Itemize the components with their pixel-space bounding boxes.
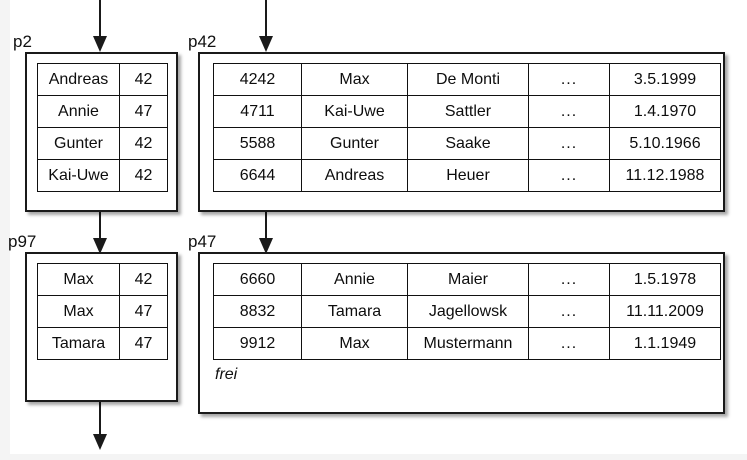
arrow-p2-to-p97 [93,209,107,254]
arrow-into-p42 [259,0,273,52]
cell-firstname: Max [301,63,408,96]
table-row: 6644 Andreas Heuer ... 11.12.1988 [213,159,721,192]
arrow-out-of-p97 [93,400,107,450]
cell-date: 1.1.1949 [609,327,721,360]
cell-date: 1.5.1978 [609,263,721,296]
cell-id: 4711 [213,95,302,128]
cell-more: ... [528,127,610,160]
cell-name: Annie [37,95,120,128]
cell-firstname: Max [301,327,408,360]
table-row: 8832 Tamara Jagellowsk ... 11.11.2009 [213,295,721,328]
cell-lastname: Maier [407,263,529,296]
cell-firstname: Kai-Uwe [301,95,408,128]
page-edge-bottom [0,454,747,460]
record-table-p47: 6660 Annie Maier ... 1.5.1978 8832 Tamar… [213,263,721,360]
table-row: 9912 Max Mustermann ... 1.1.1949 [213,327,721,360]
cell-date: 11.12.1988 [609,159,721,192]
cell-more: ... [528,95,610,128]
cell-id: 4242 [213,63,302,96]
cell-date: 3.5.1999 [609,63,721,96]
table-row: 5588 Gunter Saake ... 5.10.1966 [213,127,721,160]
cell-bucket: 42 [119,159,168,192]
cell-lastname: De Monti [407,63,529,96]
cell-bucket: 42 [119,63,168,96]
page-box-p42: 4242 Max De Monti ... 3.5.1999 4711 Kai-… [198,52,725,212]
table-row: Gunter 42 [37,127,168,160]
cell-lastname: Mustermann [407,327,529,360]
page-box-p97: Max 42 Max 47 Tamara 47 [25,252,178,402]
table-row: Annie 47 [37,95,168,128]
cell-bucket: 47 [119,95,168,128]
table-row: Kai-Uwe 42 [37,159,168,192]
record-table-p42: 4242 Max De Monti ... 3.5.1999 4711 Kai-… [213,63,721,192]
cell-lastname: Sattler [407,95,529,128]
page-box-p47: 6660 Annie Maier ... 1.5.1978 8832 Tamar… [198,252,725,414]
record-table-p97: Max 42 Max 47 Tamara 47 [37,263,168,360]
table-row: Tamara 47 [37,327,168,360]
cell-id: 6660 [213,263,302,296]
table-row: Max 42 [37,263,168,296]
page-label-p47: p47 [188,232,217,251]
table-row: 6660 Annie Maier ... 1.5.1978 [213,263,721,296]
page-box-p2: Andreas 42 Annie 47 Gunter 42 Kai-Uwe 42 [25,52,178,212]
arrow-into-p2 [93,0,107,52]
cell-name: Gunter [37,127,120,160]
cell-lastname: Saake [407,127,529,160]
cell-firstname: Gunter [301,127,408,160]
cell-name: Tamara [37,327,120,360]
cell-more: ... [528,295,610,328]
table-row: 4711 Kai-Uwe Sattler ... 1.4.1970 [213,95,721,128]
cell-name: Max [37,295,120,328]
cell-date: 1.4.1970 [609,95,721,128]
cell-name: Andreas [37,63,120,96]
page-label-p97: p97 [8,232,37,251]
cell-name: Kai-Uwe [37,159,120,192]
page-label-p42: p42 [188,32,217,51]
cell-firstname: Annie [301,263,408,296]
page-label-p2: p2 [13,32,32,51]
cell-firstname: Tamara [301,295,408,328]
cell-id: 9912 [213,327,302,360]
cell-id: 6644 [213,159,302,192]
table-row: 4242 Max De Monti ... 3.5.1999 [213,63,721,96]
cell-more: ... [528,63,610,96]
cell-name: Max [37,263,120,296]
cell-more: ... [528,327,610,360]
page-edge-left [0,0,10,460]
table-row: Max 47 [37,295,168,328]
cell-id: 5588 [213,127,302,160]
table-row: Andreas 42 [37,63,168,96]
cell-bucket: 47 [119,327,168,360]
cell-id: 8832 [213,295,302,328]
record-table-p2: Andreas 42 Annie 47 Gunter 42 Kai-Uwe 42 [37,63,168,192]
cell-bucket: 47 [119,295,168,328]
cell-lastname: Jagellowsk [407,295,529,328]
cell-date: 5.10.1966 [609,127,721,160]
cell-bucket: 42 [119,263,168,296]
cell-date: 11.11.2009 [609,295,721,328]
free-space-label: frei [215,366,238,383]
arrow-p42-to-p47 [259,209,273,254]
cell-more: ... [528,263,610,296]
cell-lastname: Heuer [407,159,529,192]
cell-more: ... [528,159,610,192]
cell-bucket: 42 [119,127,168,160]
cell-firstname: Andreas [301,159,408,192]
